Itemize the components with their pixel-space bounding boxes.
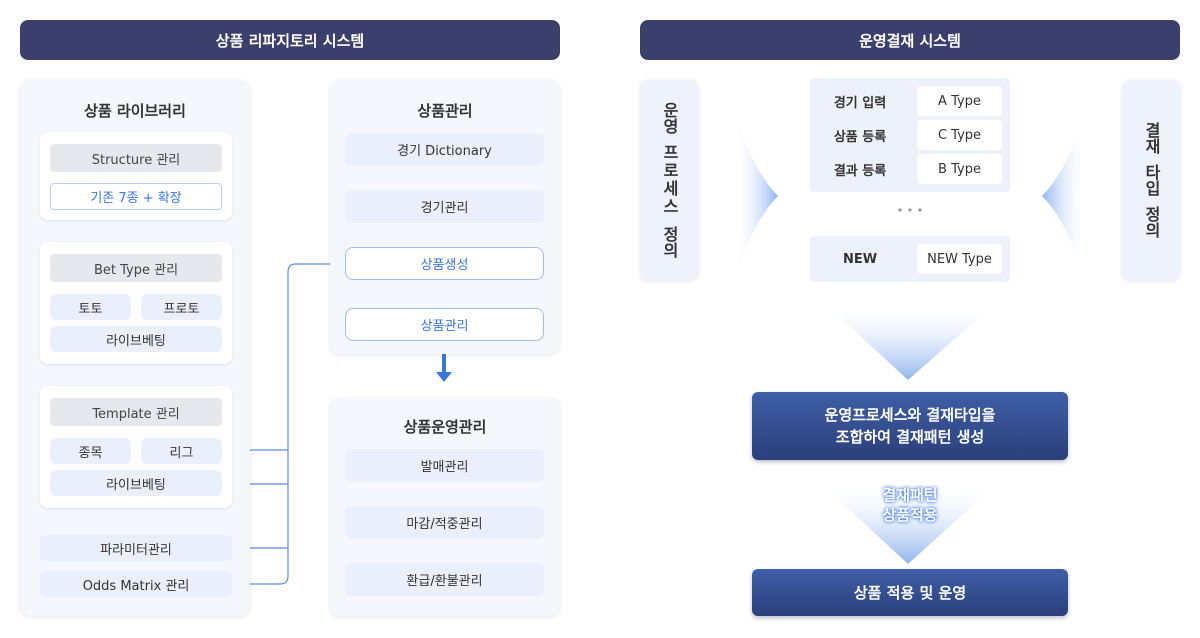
product-title: 상품관리 [417, 102, 473, 120]
refund-manage[interactable]: 환급/환불관리 [345, 563, 544, 596]
row-label: 경기 입력 [833, 95, 887, 111]
parameter-manage[interactable]: 파라미터관리 [40, 535, 232, 561]
pattern-generate-box: 운영프로세스와 결재타입을 조합하여 결재패턴 생성 [752, 392, 1068, 460]
operation-title: 상품운영관리 [403, 418, 487, 436]
final-operation-box: 상품 적용 및 운영 [752, 569, 1068, 616]
product-manage[interactable]: 상품관리 [345, 308, 544, 341]
new-label: NEW [842, 251, 878, 267]
row-label: 결과 등록 [833, 163, 887, 179]
new-type[interactable]: NEW Type [917, 244, 1002, 274]
row-type[interactable]: B Type [917, 154, 1002, 184]
match-manage[interactable]: 경기관리 [345, 190, 544, 223]
close-hit-manage[interactable]: 마감/적중관리 [345, 506, 544, 539]
template-sport[interactable]: 종목 [50, 438, 131, 464]
bettype-live[interactable]: 라이브베팅 [50, 326, 222, 352]
type-definition: 결재 타입 정의 [1122, 80, 1180, 280]
bettype-toto[interactable]: 토토 [50, 294, 131, 320]
bettype-manage[interactable]: Bet Type 관리 [50, 254, 222, 282]
row-label: 상품 등록 [833, 129, 887, 145]
connector-to-product-create [232, 259, 345, 585]
left-chevron [734, 110, 778, 282]
big-down-arrow [436, 372, 452, 382]
odds-matrix-manage[interactable]: Odds Matrix 관리 [40, 571, 232, 597]
release-manage[interactable]: 발매관리 [345, 449, 544, 482]
process-definition: 운영 프로세스 정의 [640, 80, 698, 280]
funnel-arrow-1 [830, 308, 990, 380]
library-title: 상품 라이브러리 [84, 102, 186, 120]
row-type[interactable]: A Type [917, 86, 1002, 116]
row-type[interactable]: C Type [917, 120, 1002, 150]
approval-header: 운영결재 시스템 [640, 20, 1180, 60]
product-create[interactable]: 상품생성 [345, 247, 544, 280]
structure-existing[interactable]: 기존 7종 + 확장 [50, 183, 222, 210]
funnel-arrow-2 [826, 488, 992, 564]
ellipsis: • • • [896, 204, 924, 217]
match-dictionary[interactable]: 경기 Dictionary [345, 133, 544, 166]
structure-manage[interactable]: Structure 관리 [50, 144, 222, 172]
apply-label: 결재패턴 상품적용 [882, 486, 938, 524]
template-live[interactable]: 라이브베팅 [50, 470, 222, 496]
bettype-proto[interactable]: 프로토 [141, 294, 222, 320]
right-chevron [1042, 110, 1086, 282]
repository-header: 상품 리파지토리 시스템 [20, 20, 560, 60]
template-league[interactable]: 리그 [141, 438, 222, 464]
template-manage[interactable]: Template 관리 [50, 398, 222, 426]
